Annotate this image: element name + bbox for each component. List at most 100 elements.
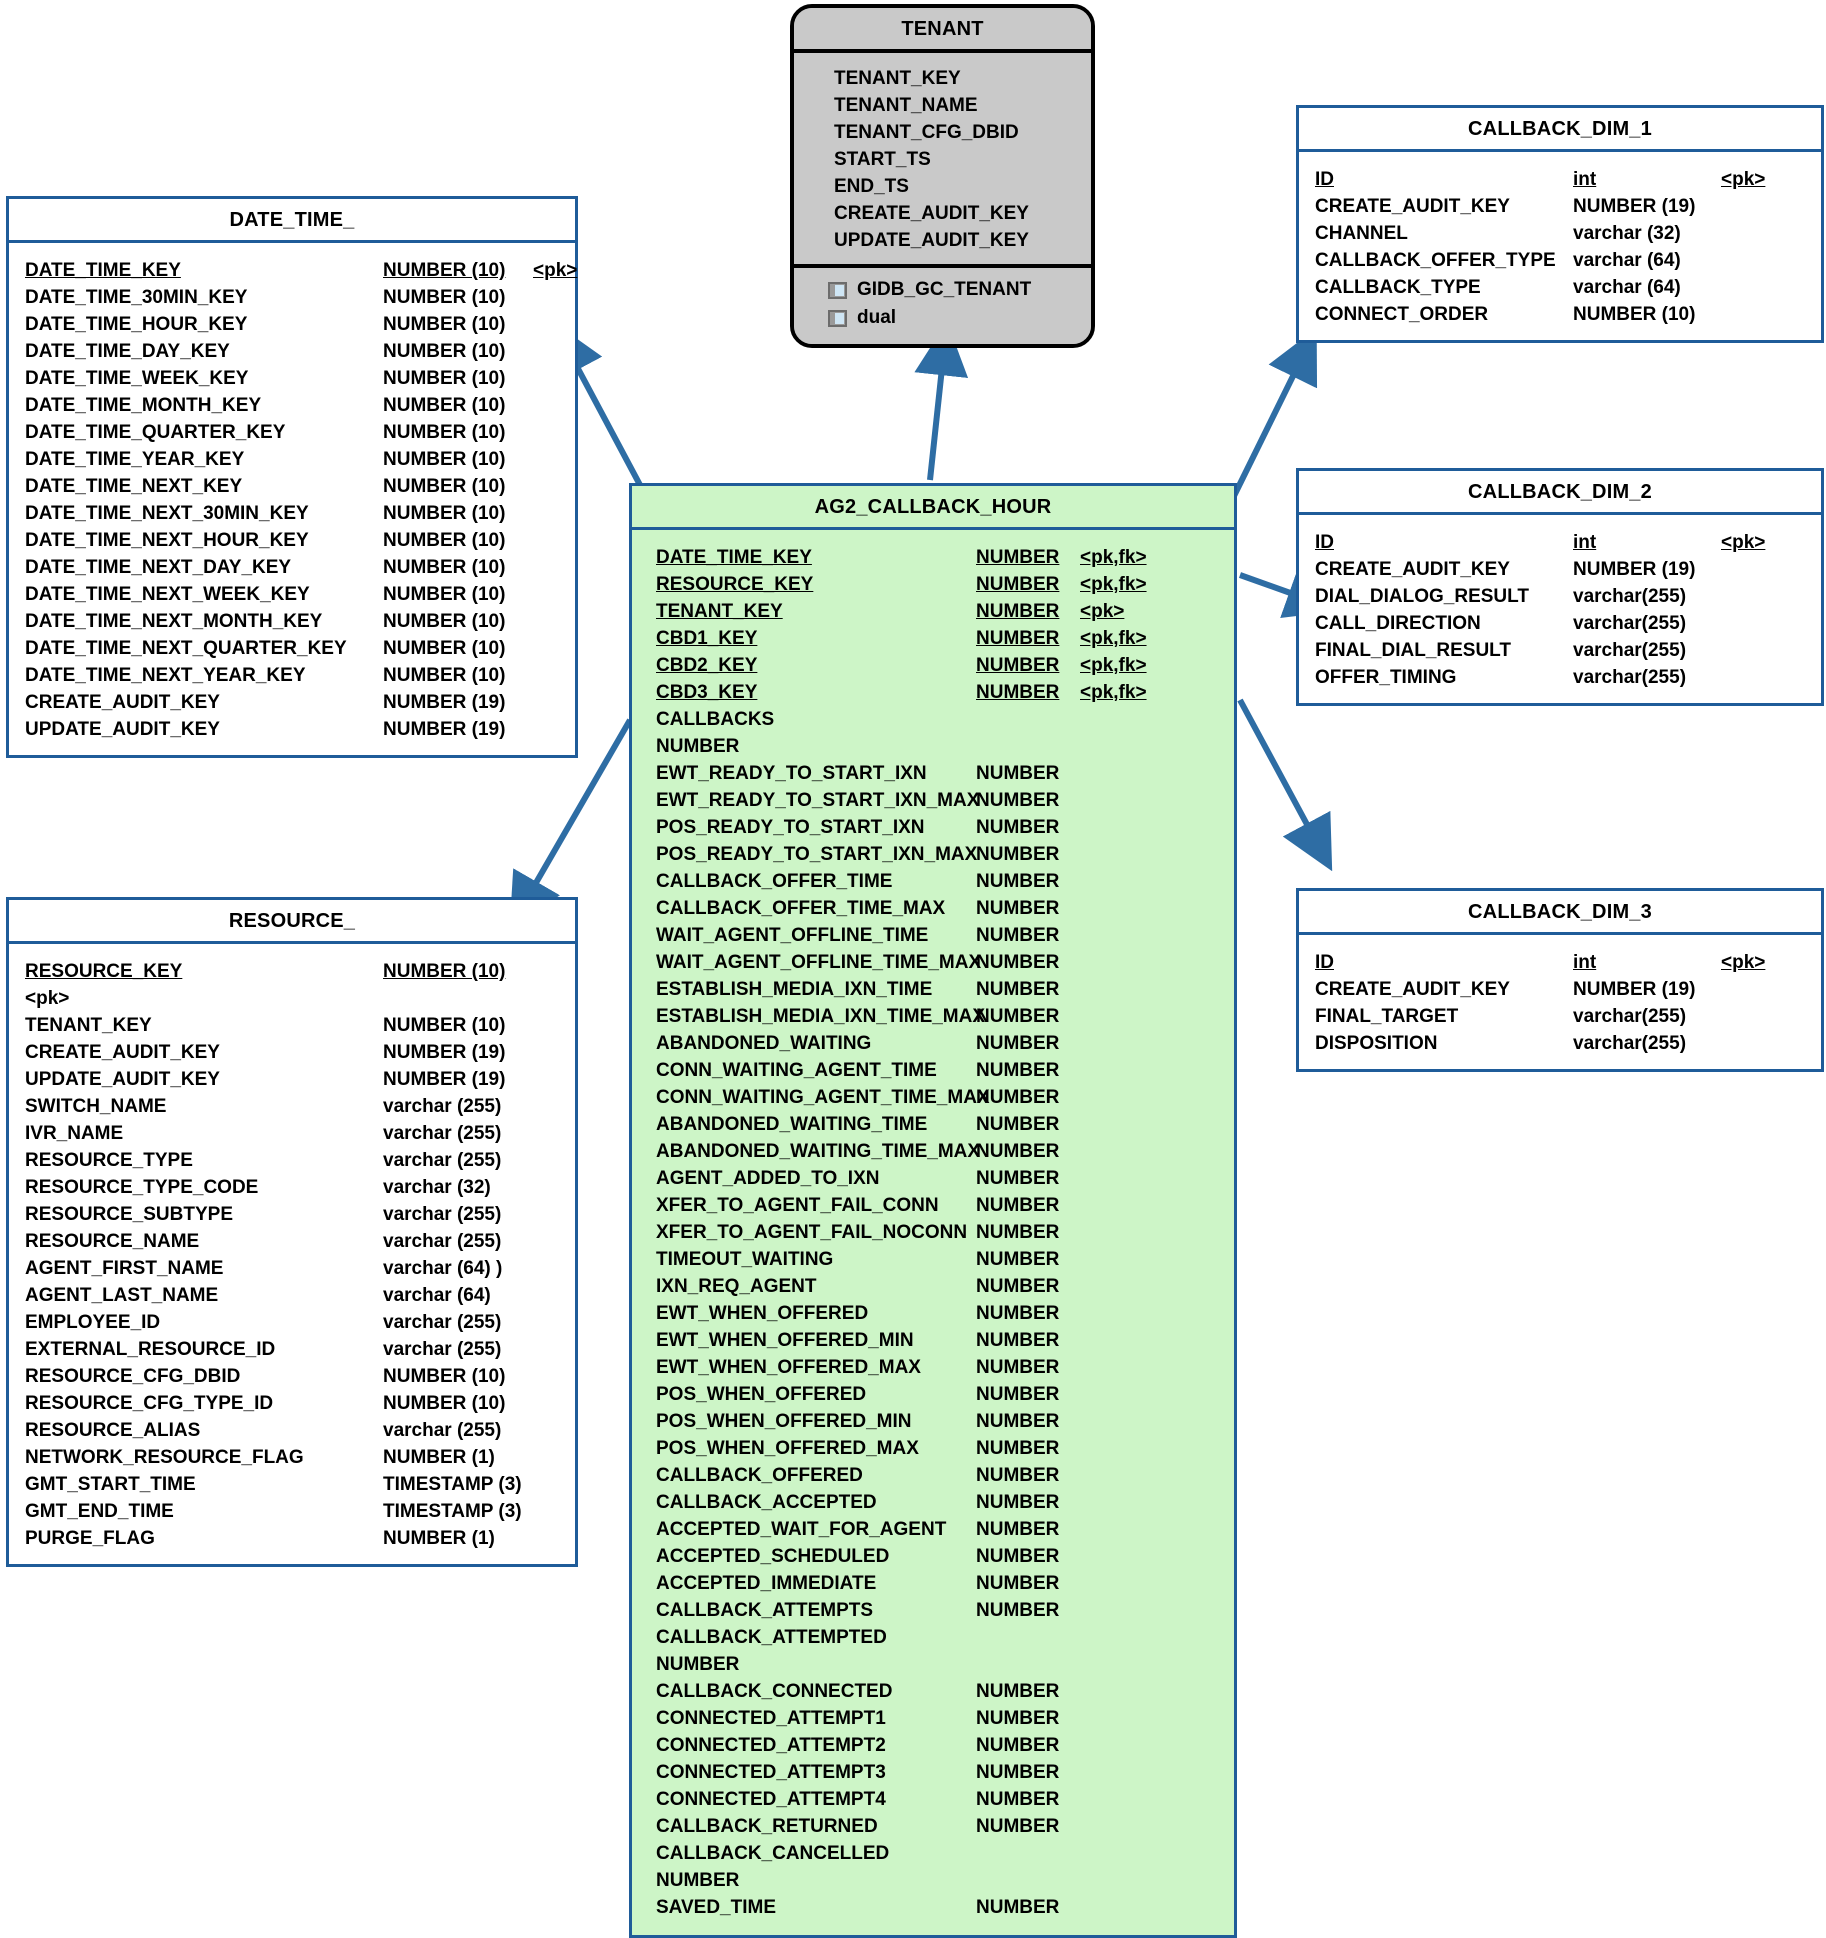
column-name: CONNECTED_ATTEMPT1 <box>656 1708 886 1729</box>
column-name: CHANNEL <box>1315 223 1408 244</box>
column-name: DATE_TIME_HOUR_KEY <box>25 314 248 335</box>
column-type: NUMBER <box>976 1762 1060 1783</box>
column-name: CALLBACK_RETURNED <box>656 1816 878 1837</box>
column-name: CBD2_KEY <box>656 655 758 676</box>
column-name: CREATE_AUDIT_KEY <box>25 692 220 713</box>
column-type: NUMBER <box>976 1141 1060 1162</box>
column-name: RESOURCE_SUBTYPE <box>25 1204 233 1225</box>
column-key-marker: <pk,fk> <box>1080 574 1147 595</box>
column-name: CREATE_AUDIT_KEY <box>1315 979 1510 1000</box>
column-key-marker: <pk> <box>1080 601 1125 622</box>
column-name: DATE_TIME_NEXT_KEY <box>25 476 243 497</box>
column-type: NUMBER (10) <box>383 961 506 982</box>
column-type: NUMBER <box>976 547 1060 568</box>
column-key-marker: <pk> <box>533 260 578 281</box>
column-type: NUMBER <box>976 655 1060 676</box>
column-type: NUMBER (10) <box>383 1393 506 1414</box>
column-type: varchar (64) ) <box>383 1258 503 1279</box>
column-type: NUMBER (1) <box>383 1528 495 1549</box>
column-type: NUMBER (10) <box>1573 304 1696 325</box>
column-type: varchar(255) <box>1573 613 1687 634</box>
column-type: varchar (32) <box>1573 223 1681 244</box>
column-name: EXTERNAL_RESOURCE_ID <box>25 1339 276 1360</box>
column-type: NUMBER <box>976 925 1060 946</box>
column-row: CALLBACKS <box>632 706 1234 733</box>
column-type: NUMBER <box>976 1222 1060 1243</box>
column-name: DATE_TIME_MONTH_KEY <box>25 395 262 416</box>
column-type: NUMBER <box>976 574 1060 595</box>
column-name: DATE_TIME_NEXT_DAY_KEY <box>25 557 292 578</box>
column-type: NUMBER (10) <box>383 1366 506 1387</box>
column-name: OFFER_TIMING <box>1315 667 1457 688</box>
column-type: NUMBER <box>976 1114 1060 1135</box>
column-type: int <box>1573 532 1597 553</box>
column-name: CONN_WAITING_AGENT_TIME_MAX <box>656 1087 990 1108</box>
link-fact-to-callback-dim-3 <box>1237 698 1333 872</box>
column-name: RESOURCE_ALIAS <box>25 1420 201 1441</box>
column-type: NUMBER <box>976 898 1060 919</box>
column-name: CBD1_KEY <box>656 628 758 649</box>
column-type: NUMBER (10) <box>383 341 506 362</box>
column-name: DATE_TIME_NEXT_YEAR_KEY <box>25 665 306 686</box>
column-type: varchar (255) <box>383 1339 502 1360</box>
column-name: DATE_TIME_NEXT_30MIN_KEY <box>25 503 309 524</box>
column-name: START_TS <box>834 149 931 170</box>
column-row: CALLBACK_CANCELLED <box>632 1840 1234 1867</box>
column-type: NUMBER <box>976 1303 1060 1324</box>
column-type: NUMBER <box>976 1735 1060 1756</box>
column-type: NUMBER <box>976 1330 1060 1351</box>
column-type: NUMBER (19) <box>383 719 506 740</box>
column-name: CALLBACK_ATTEMPTED <box>656 1627 887 1648</box>
column-type: varchar (255) <box>383 1420 502 1441</box>
column-type: NUMBER (10) <box>383 368 506 389</box>
column-name: FINAL_TARGET <box>1315 1006 1459 1027</box>
column-name: EWT_READY_TO_START_IXN_MAX <box>656 790 980 811</box>
column-row: <pk> <box>9 985 575 1012</box>
column-type: NUMBER (19) <box>383 1069 506 1090</box>
column-name: CALLBACK_OFFER_TIME <box>656 871 893 892</box>
tenant-source-row: dual <box>794 304 1091 332</box>
column-key-marker: <pk,fk> <box>1080 682 1147 703</box>
column-type: NUMBER <box>976 682 1060 703</box>
column-type: NUMBER (10) <box>383 584 506 605</box>
column-name: POS_READY_TO_START_IXN <box>656 817 925 838</box>
entity-title: DATE_TIME_ <box>9 199 575 243</box>
column-name: EWT_WHEN_OFFERED_MAX <box>656 1357 921 1378</box>
column-type: NUMBER <box>976 1033 1060 1054</box>
column-row: CALLBACK_ATTEMPTED <box>632 1624 1234 1651</box>
column-name: DATE_TIME_DAY_KEY <box>25 341 230 362</box>
column-type: varchar (255) <box>383 1312 502 1333</box>
column-name: ACCEPTED_IMMEDIATE <box>656 1573 877 1594</box>
